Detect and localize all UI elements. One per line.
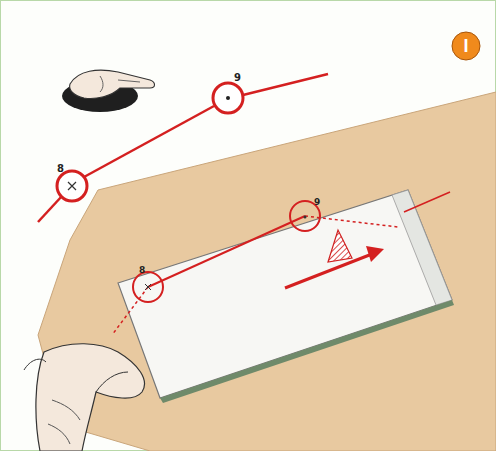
callout-number: 8: [139, 266, 145, 275]
callout-number: 9: [314, 198, 320, 207]
step-badge: I: [463, 37, 468, 55]
callout-number: 8: [57, 164, 64, 174]
callout-number: 9: [234, 73, 241, 83]
